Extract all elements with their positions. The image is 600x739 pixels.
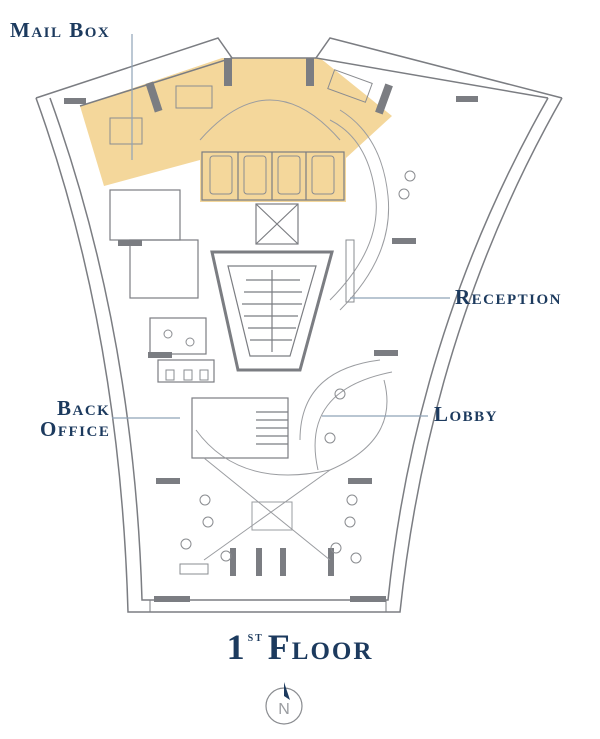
label-back-office: Back Office [40, 398, 110, 440]
mailbox-highlight-zone [80, 58, 392, 202]
label-mail-box: Mail Box [10, 18, 111, 42]
floor-ordinal: st [247, 630, 264, 645]
lobby-curves [195, 99, 393, 561]
north-compass: N [265, 682, 303, 725]
building-outline [35, 37, 563, 613]
floor-word: Floor [267, 627, 374, 667]
interior-core [109, 151, 345, 459]
label-reception: Reception [455, 285, 563, 309]
label-back-office-line1: Back [57, 396, 111, 420]
label-back-office-line2: Office [40, 417, 111, 441]
wall-columns [64, 58, 478, 602]
leader-lines [112, 34, 450, 419]
compass-letter: N [278, 701, 290, 718]
compass-pointer-icon [284, 682, 290, 700]
furniture [109, 69, 416, 575]
label-lobby: Lobby [434, 402, 499, 426]
floor-number: 1 [226, 627, 247, 667]
